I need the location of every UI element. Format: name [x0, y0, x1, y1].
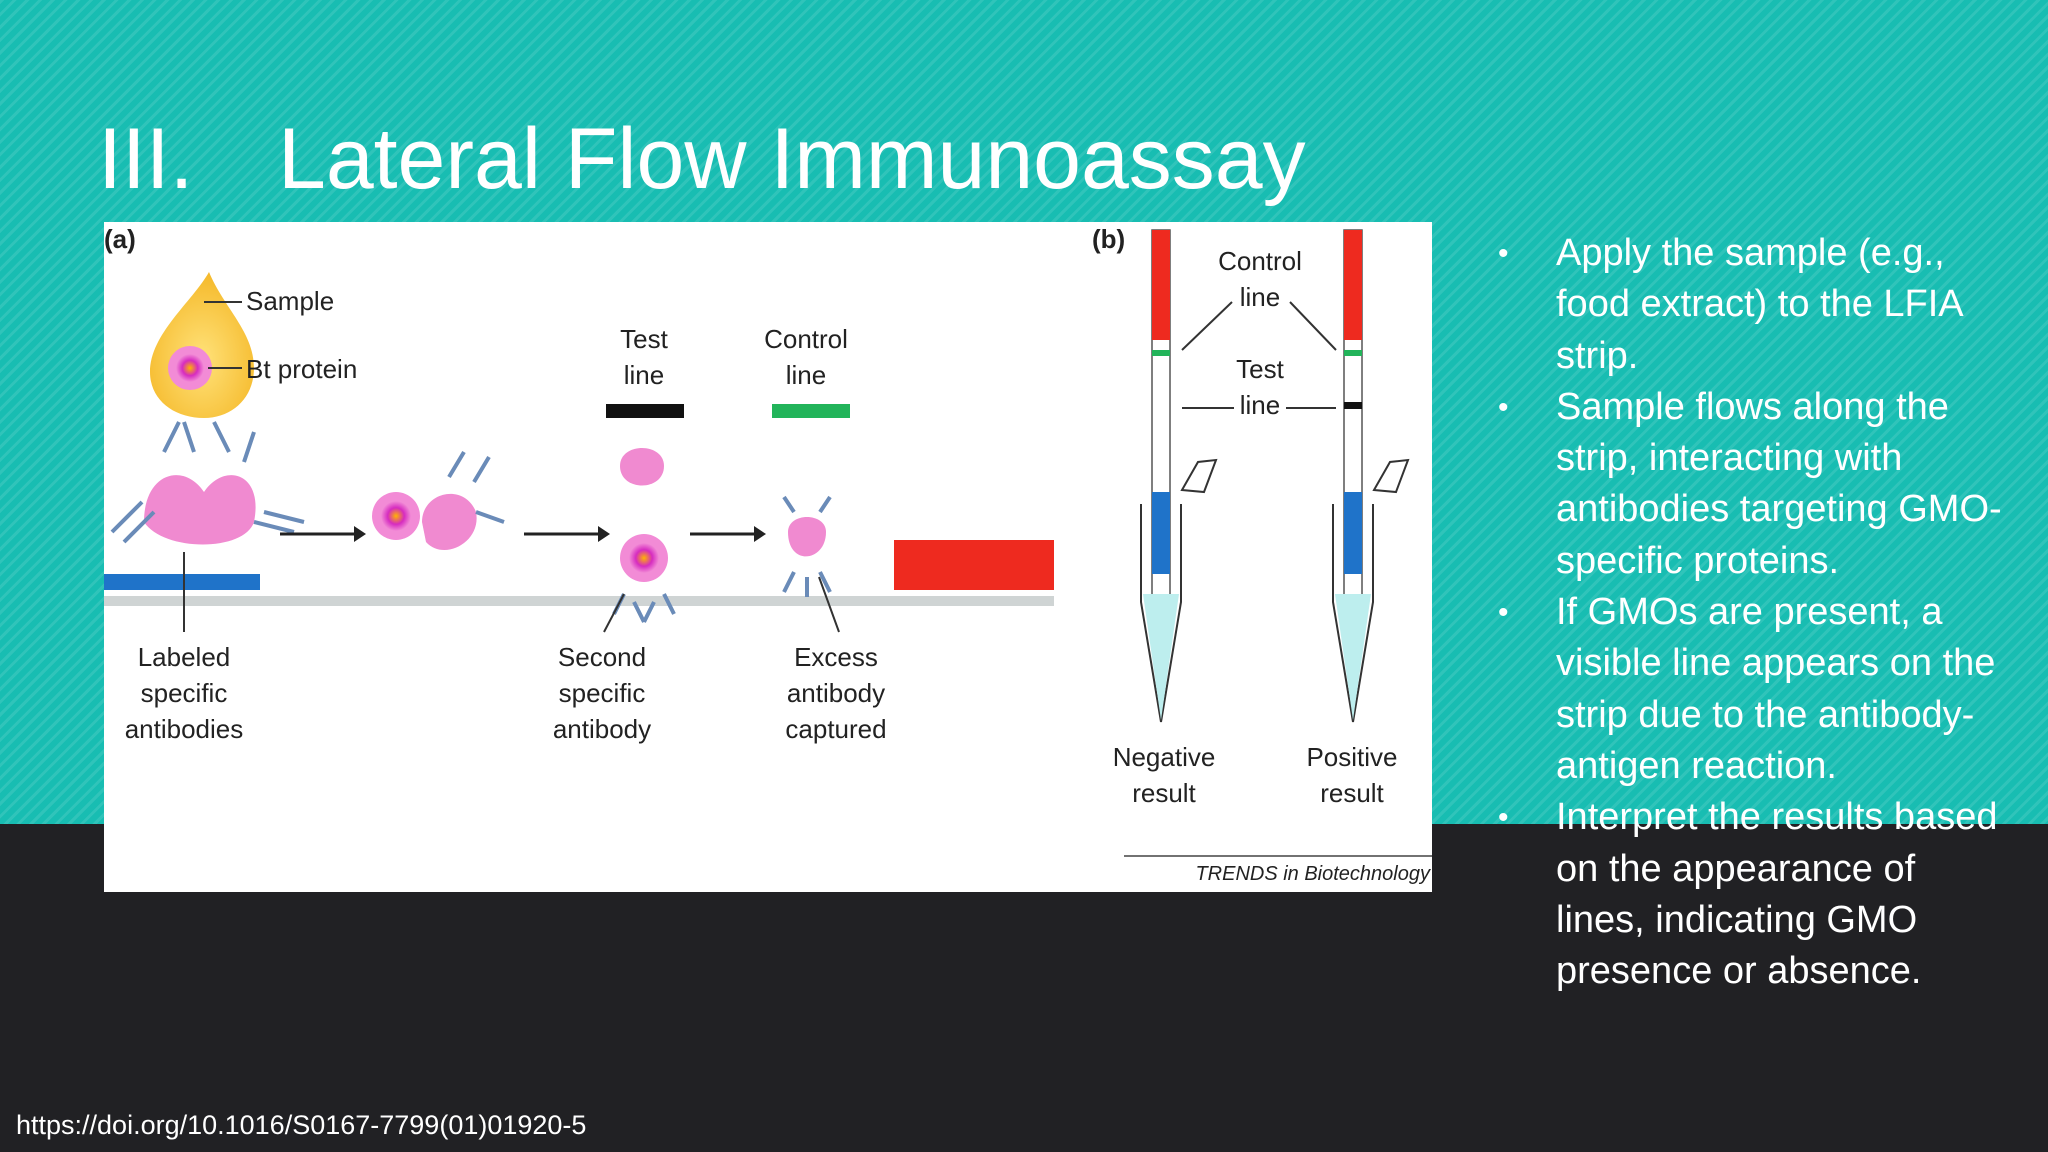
b-control-leader-right [1289, 301, 1337, 351]
flow-arrow-3-head [754, 526, 766, 542]
bullet-item: • If GMOs are present, a visible line app… [1490, 587, 2010, 792]
slide-title: III. Lateral Flow Immunoassay [98, 104, 1306, 214]
flow-arrow-2-head [598, 526, 610, 542]
test-line-label-1: Test [620, 324, 668, 354]
excess-label-1: Excess [794, 642, 878, 672]
title-number: III. [98, 111, 194, 207]
control-line-bar [772, 404, 850, 418]
excess-leader [818, 576, 840, 633]
lfia-figure: (a) Sample Bt protein Test line Control … [104, 222, 1432, 892]
bullet-icon: • [1498, 237, 1509, 270]
bullet-text: If GMOs are present, a visible line appe… [1556, 591, 1996, 787]
bt-protein-label: Bt protein [246, 354, 357, 384]
bullet-item: • Sample flows along the strip, interacti… [1490, 382, 2010, 587]
negative-label-2: result [1132, 778, 1196, 808]
bullet-icon: • [1498, 801, 1509, 835]
test-line-label-2: line [624, 360, 664, 390]
negative-strip-icon [1140, 229, 1218, 723]
negative-label-1: Negative [1113, 742, 1216, 772]
figure-credit: TRENDS in Biotechnology [1195, 863, 1431, 885]
labeled-label-1: Labeled [138, 642, 231, 672]
bullet-list: • Apply the sample (e.g., food extract) t… [1490, 228, 2010, 997]
control-line-label-2: line [786, 360, 826, 390]
sample-label: Sample [246, 286, 334, 316]
bullet-icon: • [1498, 390, 1509, 424]
sample-drop-icon [150, 272, 254, 418]
strip-base [104, 596, 1054, 606]
positive-strip-icon [1332, 229, 1410, 723]
excess-label-2: antibody [787, 678, 885, 708]
positive-label-2: result [1320, 778, 1384, 808]
control-line-label-1: Control [764, 324, 848, 354]
b-test-label-1: Test [1236, 354, 1284, 384]
bullet-icon: • [1498, 596, 1509, 630]
title-text: Lateral Flow Immunoassay [278, 111, 1306, 207]
b-test-label-2: line [1240, 390, 1280, 420]
bullet-text: Sample flows along the strip, interactin… [1556, 385, 2002, 582]
flow-arrow-1-head [354, 526, 366, 542]
excess-antibody-icon [782, 495, 832, 597]
test-line-bar [606, 404, 684, 418]
lfia-diagram: (a) Sample Bt protein Test line Control … [104, 224, 1432, 885]
second-leader [603, 593, 625, 633]
bullet-text: Apply the sample (e.g., food extract) to… [1556, 232, 1962, 377]
b-control-label-2: line [1240, 282, 1280, 312]
b-control-label-1: Control [1218, 246, 1302, 276]
panel-a-label: (a) [104, 224, 136, 254]
bullet-item: • Interpret the results based on the appe… [1490, 792, 2010, 997]
b-control-leader-left [1181, 301, 1233, 351]
second-label-3: antibody [553, 714, 651, 744]
absorbent-pad [894, 540, 1054, 590]
conjugate-pad [104, 574, 260, 590]
panel-b-label: (b) [1092, 224, 1125, 254]
labeled-label-3: antibodies [125, 714, 244, 744]
second-label-1: Second [558, 642, 646, 672]
excess-label-3: captured [785, 714, 886, 744]
labeled-label-2: specific [141, 678, 228, 708]
doi-link[interactable]: https://doi.org/10.1016/S0167-7799(01)01… [16, 1110, 587, 1140]
second-label-2: specific [559, 678, 646, 708]
bullet-item: • Apply the sample (e.g., food extract) t… [1490, 228, 2010, 382]
bound-complex-icon [372, 450, 505, 551]
bullet-text: Interpret the results based on the appea… [1556, 796, 1998, 993]
positive-label-1: Positive [1306, 742, 1397, 772]
bt-protein-core [176, 354, 204, 382]
labeled-antibodies-icon [110, 421, 305, 545]
